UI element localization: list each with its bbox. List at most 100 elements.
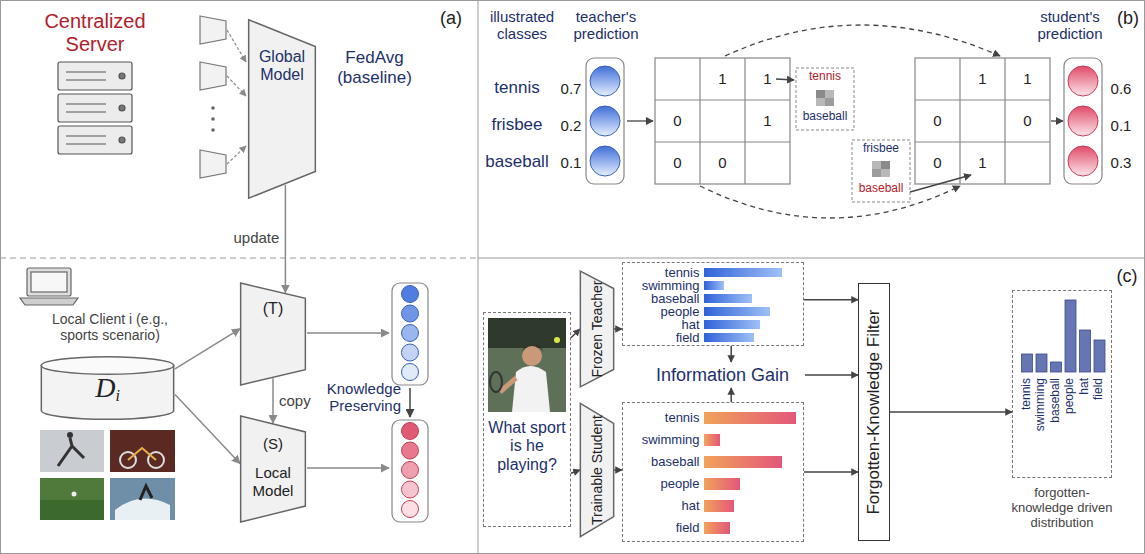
connector-arrow [805,374,858,376]
relation-matrix [915,141,1050,142]
teacher-bars [704,307,770,316]
sample-photos [110,430,175,472]
node-text: D [95,372,115,404]
distribution-bars [1022,354,1033,372]
node-text: field [1092,378,1105,400]
matrix-arrows [725,25,1000,56]
matrix-cell: 0 [658,112,698,129]
student-prediction-circles [1068,66,1098,96]
matrix-arrows [627,120,653,121]
tennis-photo [512,366,550,412]
connector-arrow [175,329,240,369]
method-note: FedAvg (baseline) [322,48,427,87]
node-text: Local Model [244,464,302,499]
distribution-caption: forgotten-knowledge driven distribution [1010,486,1114,531]
matrix-cell: 0 [1008,112,1048,129]
node-text: tennis [628,266,700,279]
connector-arrow [730,346,732,362]
callout-boxes [796,68,854,130]
frozen-teacher: Frozen Teacher [580,270,614,388]
node-text: swimming [1034,378,1047,431]
forgotten-knowledge-distribution: tennisswimmingbaseballpeoplehatfield [1012,290,1112,478]
server-icon [58,94,132,122]
teacher-prediction-circles [590,146,620,176]
student-prediction-circles [1068,106,1098,136]
node-text: (T) [263,300,283,318]
tennis-photo [488,318,566,348]
sample-photos [115,499,170,520]
student-bars [704,478,740,490]
server-icon [66,79,106,80]
trapezoid-shape [241,283,306,385]
matrix-cell: 1 [703,70,743,87]
aggregation-arrows [227,76,246,96]
laptop-icon [27,268,71,296]
client-caption: Local Client i (e.g., sports scenario) [35,311,185,343]
student-prediction-circles [1064,58,1102,184]
output-arrows [307,467,389,469]
callout-boxes [816,90,834,106]
local-dataset: Di [40,356,175,420]
teacher-prediction-circles [590,66,620,96]
cylinder-body [41,365,173,419]
trapezoid-shape [241,416,306,522]
sample-photos [40,430,175,520]
server-icon [119,137,125,143]
connector-arrow [614,469,622,471]
server-icon [58,126,132,154]
cylinder-top [41,357,173,375]
teacher-output-column [402,325,419,342]
input-question: What sport is he playing? [483,312,571,527]
probability: 0.7 [557,80,585,97]
teacher-output-column [402,344,419,361]
distribution-bars [1065,300,1076,372]
node-text: people [628,305,700,318]
server-icon [58,62,132,90]
class-name: baseball [478,152,556,172]
teacher-bars [704,268,782,277]
output-arrows [307,332,389,334]
relation-matrix [655,141,790,142]
student-bars [704,456,782,468]
connector-arrow [272,378,274,423]
relation-matrix [915,99,1050,100]
server-icon [119,73,125,79]
matrix-arrows [1051,120,1063,121]
server-icon [66,71,106,72]
laptop-icon [20,298,78,305]
teacher-model: (T) [240,282,306,386]
distribution-bars [1036,354,1047,372]
node-text: field [628,517,700,539]
trapezoid-shape [580,403,613,536]
teacher-prediction-circles [590,106,620,136]
distribution-bars [1022,300,1106,372]
callout-word: tennis [796,70,854,84]
trapezoid-shape [580,271,613,387]
callout-boxes [796,68,910,202]
node-text: Trainable Student [589,415,605,525]
panel-heading: Centralized Server [25,10,165,56]
probability: 0.1 [1104,117,1138,134]
sample-photos [110,478,175,520]
relation-matrix [915,58,1050,184]
trapezoid-outline [248,18,316,200]
relation-matrix [744,58,745,184]
panel-tag: (c) [1112,266,1142,287]
student-bars [704,500,734,512]
information-gain: Information Gain [640,362,805,388]
matrix-cell: 1 [1008,70,1048,87]
connector-arrow [175,394,240,463]
callout-word: frisbee [852,142,910,156]
tennis-photo [554,337,560,343]
column-heading: illustrated classes [480,8,564,43]
server-icon [66,135,106,136]
teacher-prediction-circles [586,58,624,184]
matrix-cell: 1 [748,112,788,129]
teacher-bars [704,333,754,342]
class-name: frisbee [478,115,556,135]
teacher-bars [704,268,782,342]
connector-arrow [571,470,580,473]
connector-arrow [804,471,858,473]
node-text: hat [1078,378,1091,395]
